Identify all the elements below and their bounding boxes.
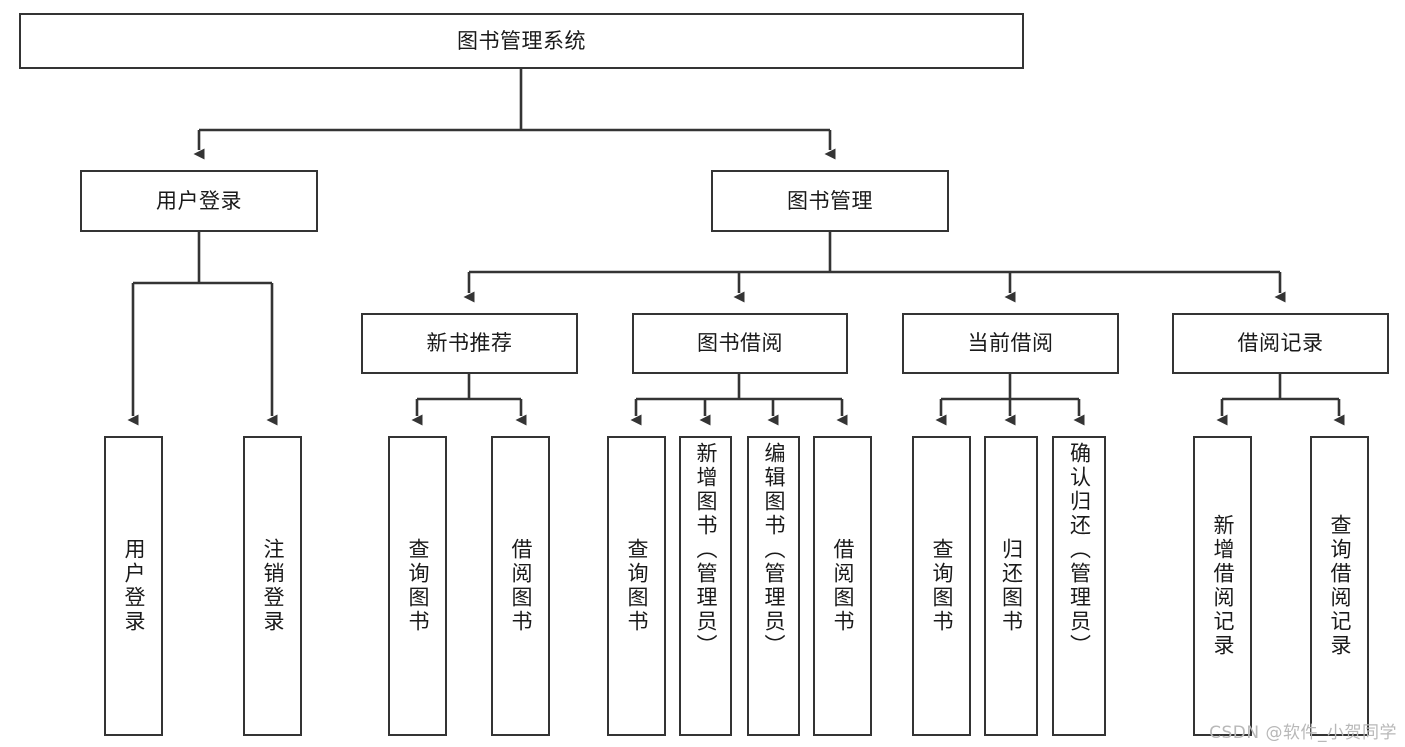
node-leaf-logout-label: 注销登录 (261, 538, 285, 634)
node-new-book-recommend[interactable]: 新书推荐 (361, 313, 578, 374)
node-leaf-return-book[interactable]: 归还图书 (984, 436, 1038, 736)
node-leaf-borrow-book-recommend-label: 借阅图书 (509, 538, 533, 634)
node-leaf-query-borrow-record[interactable]: 查询借阅记录 (1310, 436, 1369, 736)
node-book-management[interactable]: 图书管理 (711, 170, 949, 232)
node-leaf-borrow-book-borrow-label: 借阅图书 (831, 538, 855, 634)
node-book-borrow[interactable]: 图书借阅 (632, 313, 848, 374)
csdn-watermark: CSDN @软件_小贺同学 (1209, 723, 1397, 743)
node-user-login[interactable]: 用户登录 (80, 170, 318, 232)
node-leaf-confirm-return-admin[interactable]: 确认归还（管理员） (1052, 436, 1106, 736)
node-leaf-query-book-recommend-label: 查询图书 (406, 538, 430, 634)
node-book-management-label: 图书管理 (787, 188, 873, 213)
node-borrow-record[interactable]: 借阅记录 (1172, 313, 1389, 374)
node-leaf-add-borrow-record-label: 新增借阅记录 (1211, 514, 1235, 658)
node-leaf-edit-book-admin-label: 编辑图书（管理员） (762, 442, 786, 658)
node-root-label: 图书管理系统 (457, 28, 586, 53)
node-user-login-label: 用户登录 (156, 188, 242, 213)
node-leaf-query-borrow-record-label: 查询借阅记录 (1328, 514, 1352, 658)
node-leaf-query-book-recommend[interactable]: 查询图书 (388, 436, 447, 736)
node-leaf-add-borrow-record[interactable]: 新增借阅记录 (1193, 436, 1252, 736)
node-leaf-query-book-borrow-label: 查询图书 (625, 538, 649, 634)
node-book-borrow-label: 图书借阅 (697, 331, 783, 356)
node-current-borrow-label: 当前借阅 (967, 331, 1054, 356)
node-leaf-confirm-return-admin-label: 确认归还（管理员） (1067, 442, 1092, 658)
node-leaf-query-book-current-label: 查询图书 (930, 538, 954, 634)
node-leaf-user-login[interactable]: 用户登录 (104, 436, 163, 736)
node-root-book-management-system[interactable]: 图书管理系统 (19, 13, 1024, 69)
node-leaf-borrow-book-recommend[interactable]: 借阅图书 (491, 436, 550, 736)
node-leaf-edit-book-admin[interactable]: 编辑图书（管理员） (747, 436, 800, 736)
node-leaf-user-login-label: 用户登录 (122, 538, 146, 634)
node-leaf-return-book-label: 归还图书 (999, 538, 1024, 634)
node-new-book-recommend-label: 新书推荐 (426, 331, 513, 356)
node-leaf-query-book-borrow[interactable]: 查询图书 (607, 436, 666, 736)
node-leaf-logout[interactable]: 注销登录 (243, 436, 302, 736)
node-leaf-query-book-current[interactable]: 查询图书 (912, 436, 971, 736)
node-borrow-record-label: 借阅记录 (1237, 331, 1324, 356)
node-leaf-add-book-admin-label: 新增图书（管理员） (694, 442, 718, 658)
node-current-borrow[interactable]: 当前借阅 (902, 313, 1119, 374)
node-leaf-add-book-admin[interactable]: 新增图书（管理员） (679, 436, 732, 736)
node-leaf-borrow-book-borrow[interactable]: 借阅图书 (813, 436, 872, 736)
